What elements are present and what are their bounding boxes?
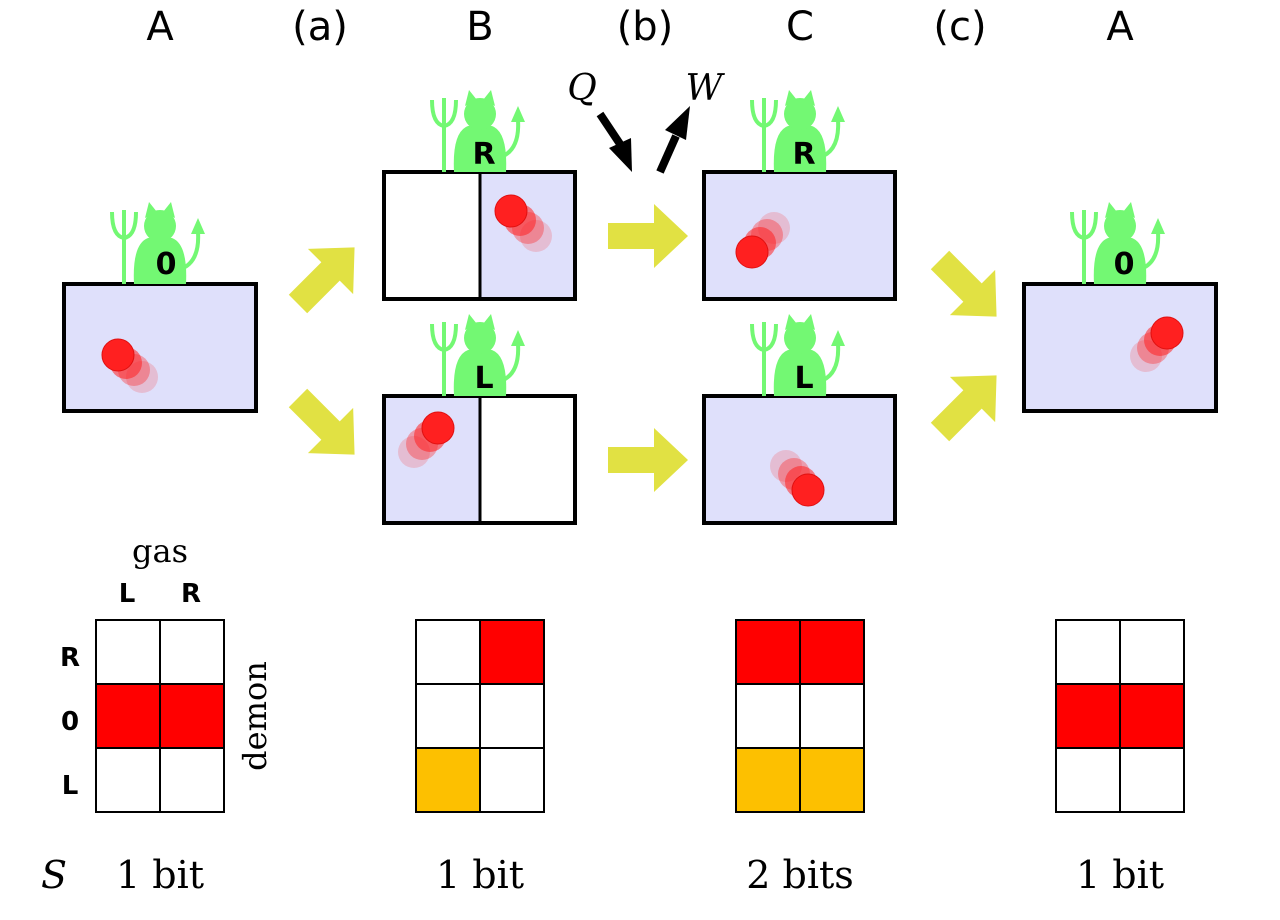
state-b-bottom-box [382,394,577,525]
demon-state-label: 0 [1114,247,1135,282]
grid-cell-red [1055,683,1121,749]
molecule-trail [101,338,158,393]
transition-arrow-down [275,375,378,478]
state-grid [95,619,225,813]
entropy-symbol: S [41,853,67,897]
grid-cell-empty [1055,747,1121,813]
molecule-trail [770,450,825,507]
grid-cell-red [479,619,545,685]
header-step-b: (b) [617,4,674,50]
grid-cell-red [799,619,865,685]
work-out-arrow [656,106,690,174]
grid-cell-empty [415,683,481,749]
grid-cell-empty [1055,619,1121,685]
state-c-bottom-box [702,394,897,525]
state-c-top-box [702,170,897,301]
demon-state-label: R [472,137,495,172]
entropy-value: 1 bit [116,853,204,897]
grid-cell-red [159,683,225,749]
grid-cell-empty [479,747,545,813]
transition-arrow-up [275,224,378,327]
gas-axis-title: gas [132,532,188,570]
grid-cell-orange [799,747,865,813]
grid-cell-empty [95,619,161,685]
molecule-trail [735,212,790,269]
grid-cell-red [735,619,801,685]
demon-state-label: R [792,137,815,172]
state-b-top-box [382,170,577,301]
grid-cell-red [95,683,161,749]
state-grid [735,619,865,813]
grid-cell-empty [735,683,801,749]
transition-arrow-down [917,237,1020,340]
state-grid [415,619,545,813]
demon-state-label: L [474,361,493,396]
grid-cell-empty [415,619,481,685]
molecule-trail [494,194,552,252]
entropy-value: 1 bit [436,853,524,897]
header-state-c: C [786,4,814,50]
header-step-a: (a) [292,4,348,50]
transition-arrow-right [608,204,688,268]
demon-row-label: 0 [61,707,79,737]
state-grids [95,619,1185,813]
demon-axis-title: demon [236,661,274,771]
header-step-c: (c) [933,4,986,50]
entropy-value: 1 bit [1076,853,1164,897]
heat-label: Q [567,68,597,109]
gas-col-label: L [119,579,136,609]
gas-col-label: R [181,579,201,609]
grid-cell-empty [1119,747,1185,813]
header-state-a: A [146,4,174,50]
demon-state-label: L [794,361,813,396]
grid-cell-orange [735,747,801,813]
grid-cell-empty [479,683,545,749]
entropy-value: 2 bits [746,853,854,897]
work-label: W [685,68,725,109]
transition-arrow-right [608,428,688,492]
grid-cell-empty [95,747,161,813]
grid-cell-empty [1119,619,1185,685]
demon-row-label: L [62,771,79,801]
state-grid [1055,619,1185,813]
state-a-final-box [1022,282,1218,413]
heat-in-arrow [596,111,632,172]
state-a-box [62,282,258,413]
grid-cell-red [1119,683,1185,749]
demon-row-label: R [60,643,80,673]
demon-state-label: 0 [156,247,177,282]
grid-cell-empty [799,683,865,749]
grid-cell-orange [415,747,481,813]
header-state-b: B [466,4,493,50]
grid-cell-empty [159,619,225,685]
transition-arrow-up [917,352,1020,455]
molecule-trail [398,411,455,468]
grid-cell-empty [159,747,225,813]
molecule-trail [1130,316,1184,372]
header-state-a-final: A [1106,4,1134,50]
